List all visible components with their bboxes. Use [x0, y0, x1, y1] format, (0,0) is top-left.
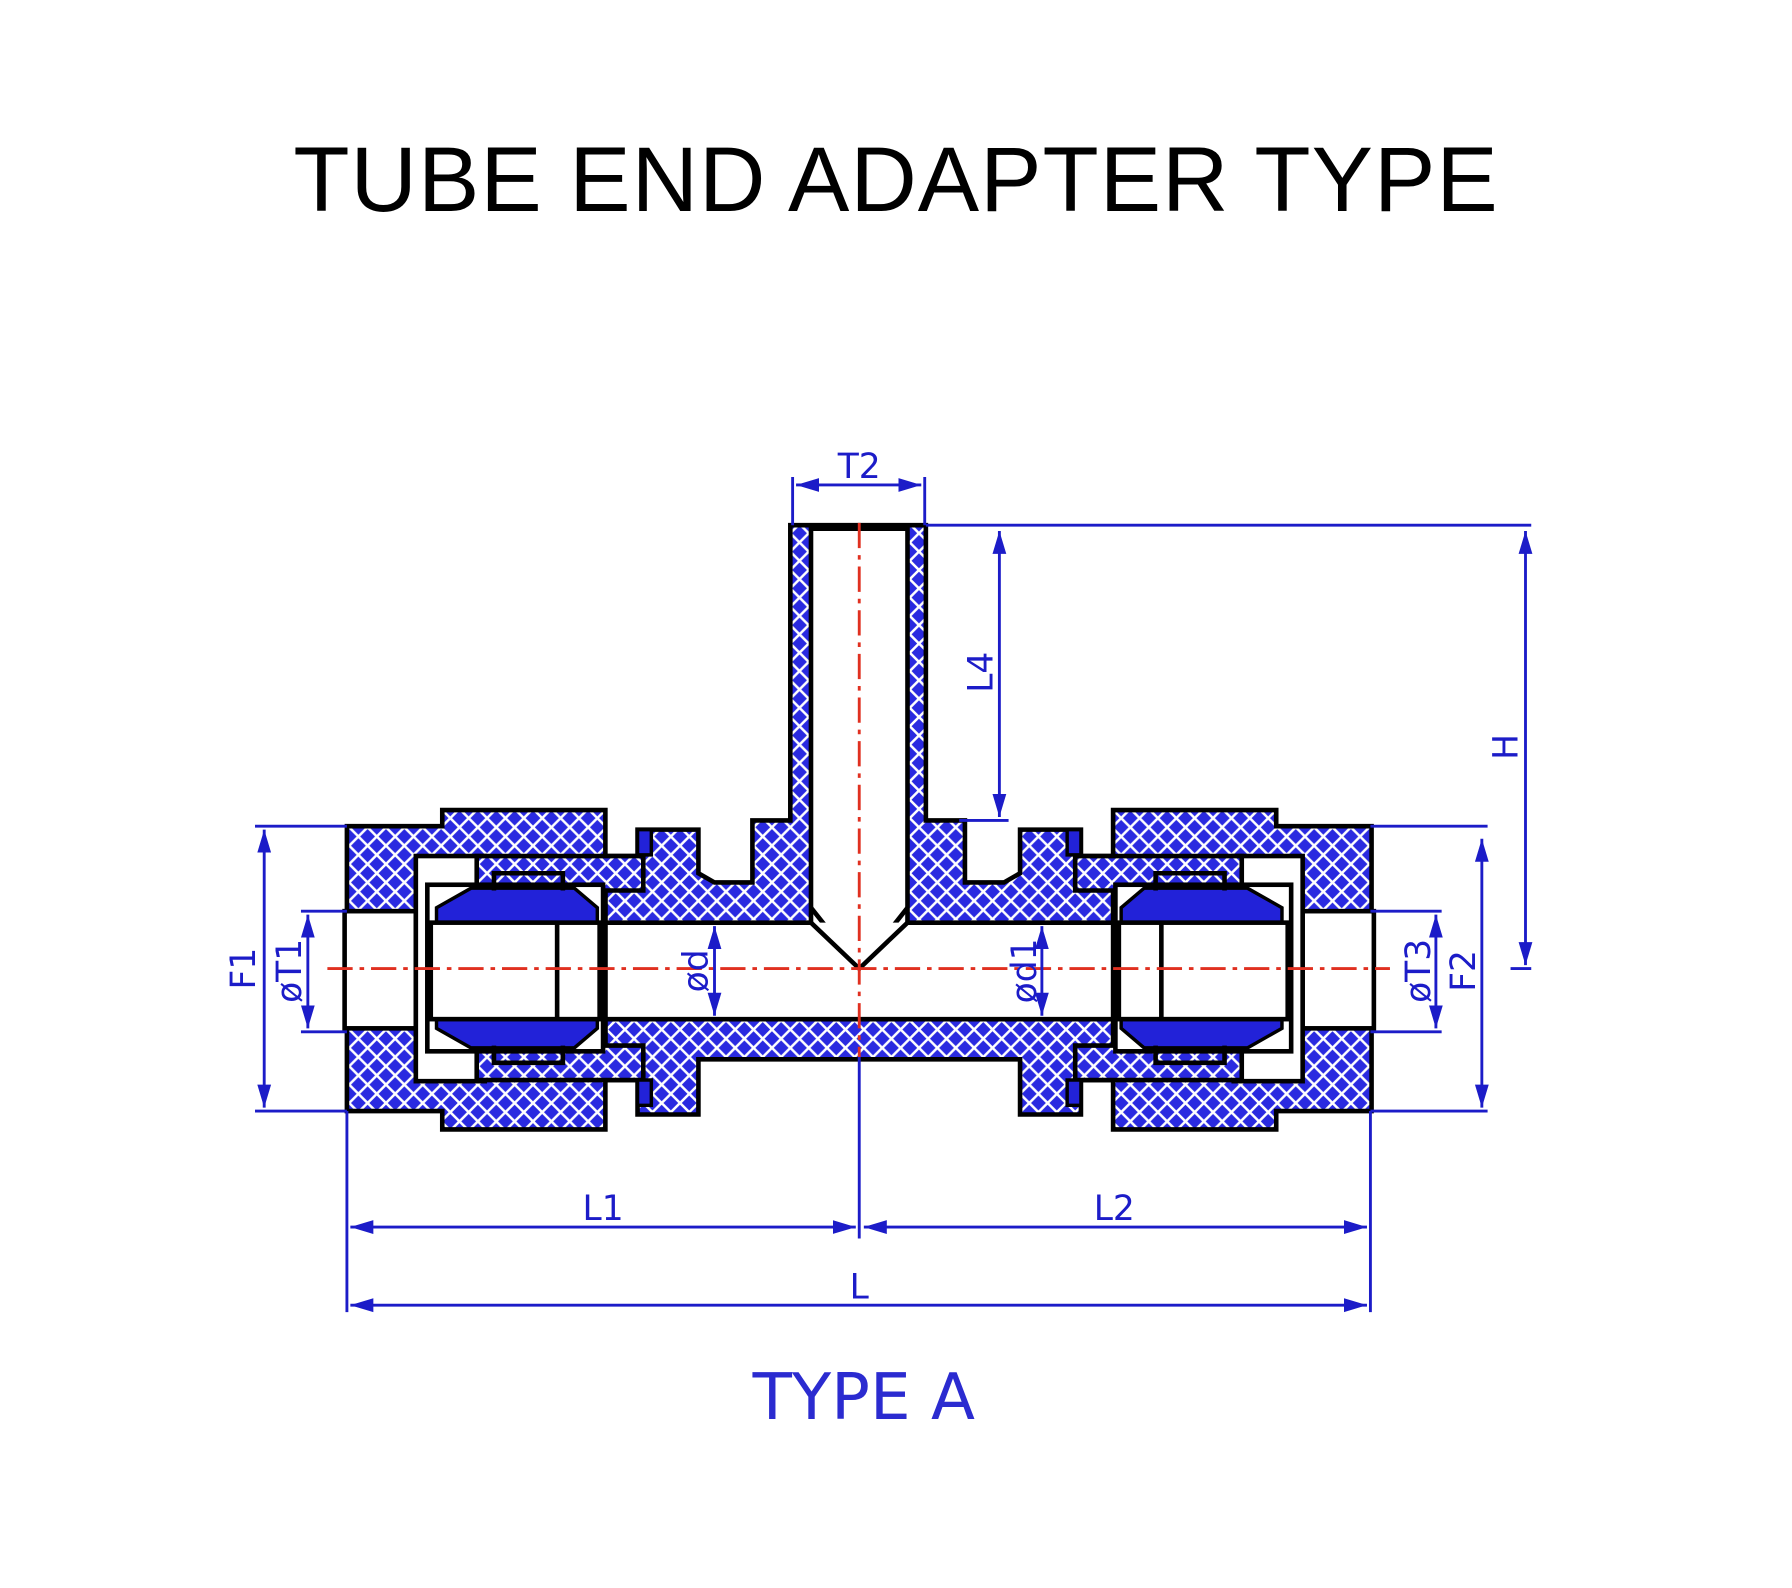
dim-label-f1: F1 — [224, 948, 264, 990]
type-caption: TYPE A — [752, 1360, 975, 1435]
dim-label-h: H — [1486, 734, 1526, 760]
dim-label-l: L — [850, 1267, 870, 1307]
dim-label-d: ød — [677, 949, 717, 992]
dim-label-t1: øT1 — [270, 939, 310, 1003]
dim-label-t2: T2 — [837, 447, 881, 487]
dim-label-d1: ød1 — [1005, 938, 1045, 1003]
dim-label-l4: L4 — [961, 652, 1001, 693]
dim-label-t3: øT3 — [1399, 939, 1439, 1003]
page-title: TUBE END ADAPTER TYPE — [293, 129, 1499, 231]
left-fitting — [342, 807, 654, 1132]
right-fitting — [1065, 807, 1377, 1132]
dim-label-l1: L1 — [583, 1189, 624, 1229]
dim-label-l2: L2 — [1094, 1189, 1135, 1229]
dim-label-f2: F2 — [1444, 950, 1484, 992]
dimension-lines — [255, 476, 1533, 1313]
